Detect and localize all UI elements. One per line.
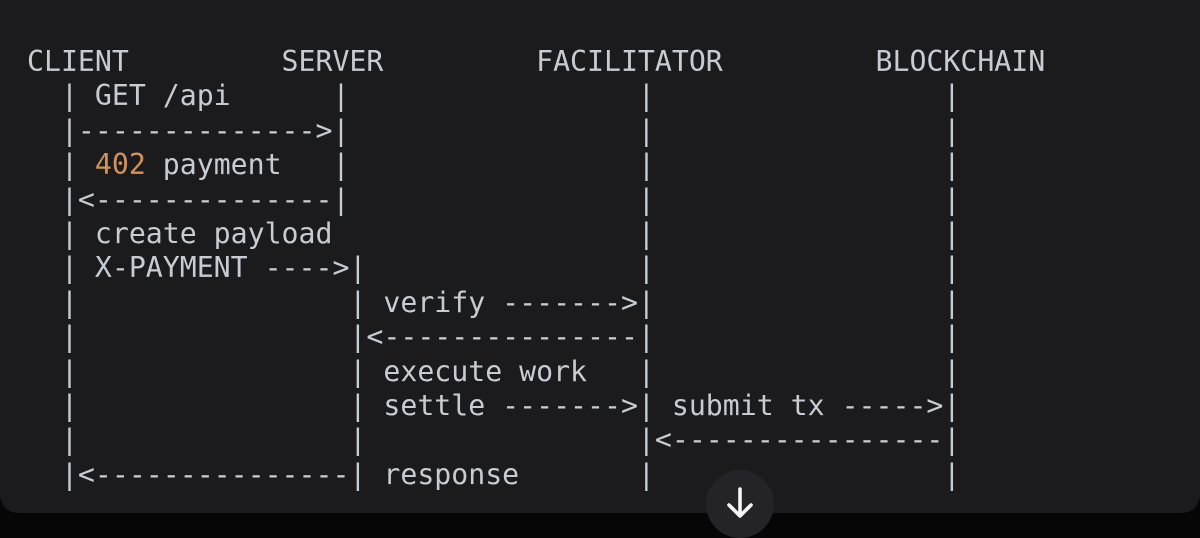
down-arrow-icon xyxy=(727,487,753,518)
status-code-402: 402 xyxy=(94,148,146,182)
ascii-sequence-diagram: CLIENT SERVER FACILITATOR BLOCKCHAIN | G… xyxy=(27,45,1046,491)
code-block-panel: CLIENT SERVER FACILITATOR BLOCKCHAIN | G… xyxy=(0,0,1200,513)
scroll-down-button[interactable] xyxy=(706,470,774,538)
down-arrow-path xyxy=(727,487,753,518)
